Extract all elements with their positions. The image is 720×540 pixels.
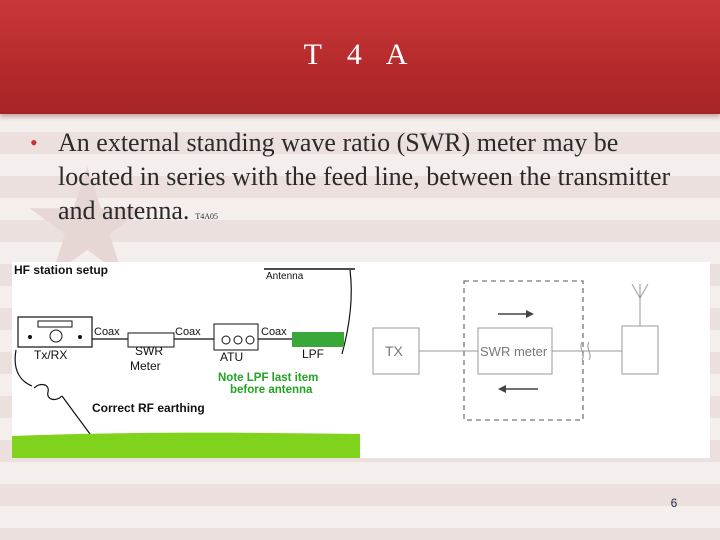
bullet-item: An external standing wave ratio (SWR) me… — [58, 126, 690, 234]
ground — [12, 432, 360, 458]
antenna-box — [621, 325, 659, 375]
coax-label-2: Coax — [175, 326, 201, 338]
swr-meter-enclosure — [463, 280, 584, 421]
question-reference: T4A05 — [195, 212, 219, 221]
swr-label: SWR — [135, 344, 163, 358]
atu-knob-icon — [221, 335, 231, 345]
earth-wire — [14, 349, 33, 387]
atu-box — [213, 323, 259, 351]
txrx-label: Tx/RX — [34, 348, 67, 362]
bullet-list: • An external standing wave ratio (SWR) … — [30, 126, 690, 234]
atu-knob-icon — [233, 335, 243, 345]
bullet-text: An external standing wave ratio (SWR) me… — [58, 128, 671, 225]
hf-station-diagram: HF station setup Antenna Tx/RX Coax SWR … — [12, 262, 360, 458]
txrx-button-icon — [28, 335, 32, 339]
earth-coil-icon — [33, 383, 63, 401]
hf-heading: HF station setup — [14, 263, 108, 277]
antenna-icon — [631, 283, 641, 299]
slide-title: T 4 A — [303, 38, 417, 71]
swr-meter-label: Meter — [130, 359, 161, 373]
note-line-1: Note LPF last item — [218, 372, 318, 384]
title-bar: T 4 A — [0, 0, 720, 114]
lpf-label: LPF — [302, 347, 324, 361]
atu-knob-icon — [245, 335, 255, 345]
atu-label: ATU — [220, 350, 243, 364]
cable-break-icon — [587, 341, 591, 361]
reflected-arrowhead-icon — [498, 385, 506, 393]
tx-label: TX — [385, 343, 404, 359]
earth-rod — [61, 395, 91, 435]
cable-break-icon — [580, 341, 584, 361]
antenna-label: Antenna — [266, 271, 304, 282]
page-number: 6 — [670, 496, 678, 510]
coax-label-1: Coax — [94, 326, 120, 338]
txrx-display — [37, 320, 73, 328]
txrx-knob-icon — [49, 329, 63, 343]
coax-label-3: Coax — [261, 326, 287, 338]
txrx-box — [17, 316, 93, 348]
lpf-block — [292, 332, 344, 347]
forward-arrowhead-icon — [526, 310, 534, 318]
swr-meter-box — [127, 332, 175, 348]
antenna-icon — [639, 283, 649, 299]
earthing-label: Correct RF earthing — [92, 401, 205, 415]
antenna-feedline — [341, 269, 352, 355]
swr-meter-label: SWR meter — [480, 344, 548, 359]
swr-inline-diagram: TX SWR meter — [360, 262, 710, 458]
note-line-2: before antenna — [230, 384, 313, 396]
bullet-icon: • — [30, 130, 38, 155]
txrx-button-icon — [78, 335, 82, 339]
